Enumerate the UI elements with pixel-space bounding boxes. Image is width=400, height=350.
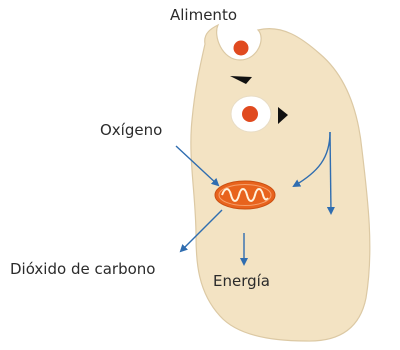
food-particle: [233, 40, 249, 56]
vacuole-food-particle: [242, 106, 258, 122]
co2-arrow: [179, 209, 223, 253]
oxygen-arrow: [175, 145, 220, 187]
cell-body: [190, 23, 371, 342]
mitochondrion: [214, 180, 276, 210]
carbon-dioxide-label: Dióxido de carbono: [10, 260, 156, 278]
vacuole-pointer: [278, 107, 288, 124]
intake-pointer: [230, 76, 252, 84]
oxygen-label: Oxígeno: [100, 121, 163, 139]
food-label: Alimento: [170, 6, 238, 24]
energy-label: Energía: [213, 272, 270, 290]
branch-arrow-down: [326, 131, 335, 215]
